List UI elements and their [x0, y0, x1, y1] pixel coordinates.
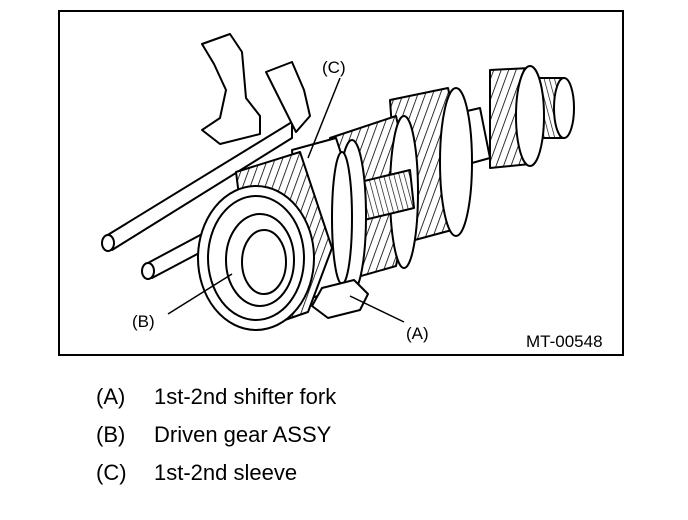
leader-line-b — [167, 273, 233, 315]
legend-key: (A) — [96, 384, 126, 409]
driven-gear — [197, 151, 333, 331]
driven-gear-assembly-illustration — [101, 33, 575, 331]
legend-key: (C) — [96, 460, 127, 485]
shift-fork-bracket — [201, 33, 261, 145]
shift-rod-upper — [101, 121, 293, 252]
callout-b: (B) — [132, 312, 155, 331]
legend-text: Driven gear ASSY — [154, 422, 332, 447]
callout-c: (C) — [322, 58, 346, 77]
figure-id: MT-00548 — [526, 332, 603, 351]
legend-key: (B) — [96, 422, 126, 447]
callout-a: (A) — [406, 324, 429, 343]
rear-gear — [489, 65, 545, 169]
leader-line-c — [307, 77, 341, 159]
shifter-fork — [311, 279, 369, 319]
legend-text: 1st-2nd shifter fork — [154, 384, 337, 409]
legend-text: 1st-2nd sleeve — [154, 460, 298, 485]
leader-line-a — [349, 295, 405, 323]
fork-arm — [265, 61, 311, 133]
figure-frame: (C) (B) (A) MT-00548 — [58, 10, 624, 356]
